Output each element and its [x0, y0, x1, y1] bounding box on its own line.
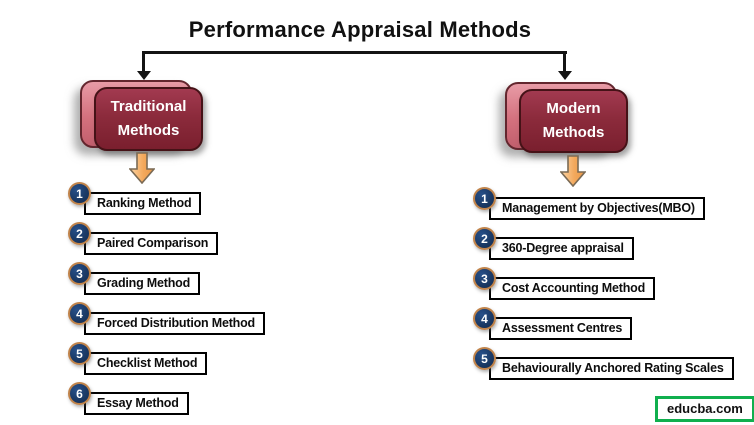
item-number-badge: 2 — [68, 222, 91, 245]
item-label: Grading Method — [84, 272, 201, 295]
item-number-badge: 4 — [473, 307, 496, 330]
branch-box-label: Traditional Methods — [110, 98, 187, 139]
orange-down-block-arrow-icon — [560, 155, 586, 187]
branch-traditional: Traditional Methods — [80, 80, 210, 156]
item-number-badge: 5 — [473, 347, 496, 370]
item-number-badge: 3 — [473, 267, 496, 290]
item-label: Cost Accounting Method — [489, 277, 656, 300]
down-arrowhead-icon — [137, 71, 151, 80]
item-number-badge: 4 — [68, 302, 91, 325]
item-label: Management by Objectives(MBO) — [489, 197, 705, 220]
branch-box-label: Modern Methods — [542, 100, 605, 141]
item-label: Behaviourally Anchored Rating Scales — [489, 357, 734, 380]
item-label: Checklist Method — [84, 352, 208, 375]
item-label: Paired Comparison — [84, 232, 219, 255]
item-number-badge: 6 — [68, 382, 91, 405]
item-number-badge: 2 — [473, 227, 496, 250]
item-label: Forced Distribution Method — [84, 312, 265, 335]
orange-down-block-arrow-icon — [129, 152, 155, 184]
item-number-badge: 1 — [473, 187, 496, 210]
watermark-educba: educba.com — [655, 396, 754, 422]
diagram-title: Performance Appraisal Methods — [188, 17, 532, 42]
down-arrowhead-icon — [558, 71, 572, 80]
branch-box-modern: Modern Methods — [519, 89, 628, 153]
branch-box-traditional: Traditional Methods — [94, 87, 203, 151]
item-label: 360-Degree appraisal — [489, 237, 634, 260]
item-label: Essay Method — [84, 392, 189, 415]
connector-right-drop-line — [563, 51, 566, 72]
item-label: Ranking Method — [84, 192, 202, 215]
item-label: Assessment Centres — [489, 317, 633, 340]
connector-left-drop-line — [142, 51, 145, 72]
item-number-badge: 1 — [68, 182, 91, 205]
branch-modern: Modern Methods — [505, 82, 635, 158]
item-number-badge: 5 — [68, 342, 91, 365]
connector-horizontal-line — [142, 51, 567, 54]
item-number-badge: 3 — [68, 262, 91, 285]
